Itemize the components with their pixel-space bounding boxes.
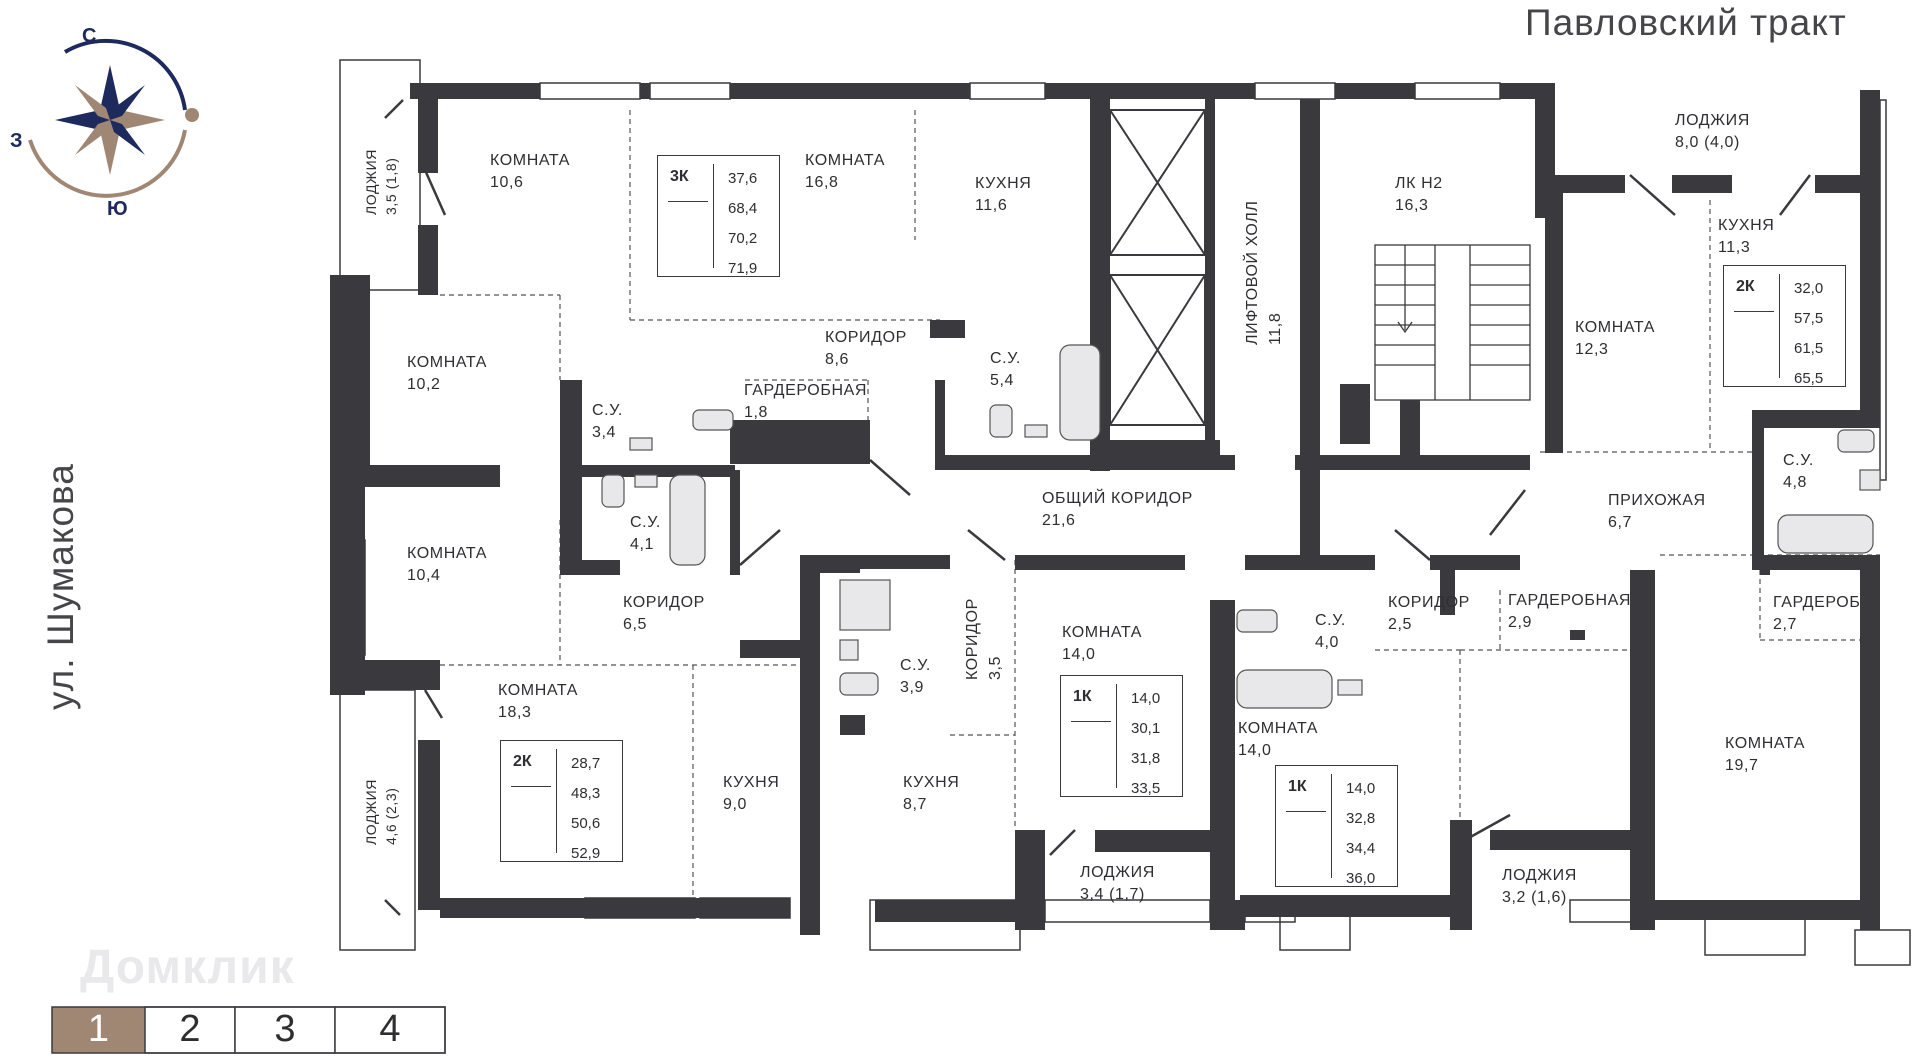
card-rule	[1286, 811, 1326, 812]
room-label-vertical: КОРИДОР	[964, 598, 981, 680]
compass-south-label: Ю	[107, 198, 128, 220]
compass-west-label: З	[10, 130, 23, 152]
apartment-type: 2К	[513, 753, 532, 770]
compass-rose	[28, 38, 199, 198]
room-label-vertical: 3,5 (1,8)	[383, 157, 399, 215]
apartment-type: 1К	[1073, 688, 1092, 705]
room-label-vertical: ЛИФТОВОЙ ХОЛЛ	[1244, 200, 1261, 345]
floor-tab-2[interactable]: 2	[179, 1007, 201, 1050]
street-name-left: ул. Шумакова	[40, 463, 81, 710]
street-name-top: Павловский тракт	[1525, 2, 1847, 43]
windows	[334, 59, 1911, 966]
card-rule	[511, 786, 551, 787]
card-vline	[1779, 274, 1780, 378]
apartment-type: 1К	[1288, 778, 1307, 795]
card-rule	[1071, 721, 1111, 722]
room-label-vertical: 11,8	[1267, 312, 1284, 345]
room-label-vertical: 3,5	[987, 655, 1004, 680]
watermark: Домклик	[80, 941, 295, 994]
card-rule	[668, 201, 708, 202]
compass-north-label: С	[82, 25, 97, 47]
floor-selector-frame	[51, 1006, 446, 1054]
room-label: С.У.4,8	[1783, 452, 1814, 491]
room-label-vertical: ЛОДЖИЯ	[363, 779, 379, 845]
room-label: С.У.3,9	[900, 657, 931, 696]
doors	[384, 99, 1811, 916]
room-label-vertical: ЛОДЖИЯ	[363, 149, 379, 215]
card-vline	[713, 164, 714, 268]
floor-tab-3[interactable]: 3	[274, 1007, 296, 1050]
room-label: С.У.5,4	[990, 350, 1021, 389]
card-rule	[1734, 311, 1774, 312]
floor-tab-1[interactable]: 1	[87, 1007, 110, 1050]
apartment-type: 3К	[670, 168, 689, 185]
apartment-type: 2К	[1736, 278, 1755, 295]
staircase	[1374, 244, 1531, 401]
room-label-vertical: 4,6 (2,3)	[383, 787, 399, 845]
card-vline	[1116, 684, 1117, 788]
floor-selector: 1 2 3 4	[50, 1003, 450, 1055]
fixtures	[601, 344, 1881, 709]
card-vline	[556, 749, 557, 853]
room-label: С.У.4,1	[630, 514, 661, 553]
floor-tab-4[interactable]: 4	[379, 1007, 401, 1050]
room-label: С.У.3,4	[592, 402, 623, 441]
card-vline	[1331, 774, 1332, 878]
room-label: С.У.4,0	[1315, 612, 1346, 651]
elevators	[1109, 109, 1206, 426]
